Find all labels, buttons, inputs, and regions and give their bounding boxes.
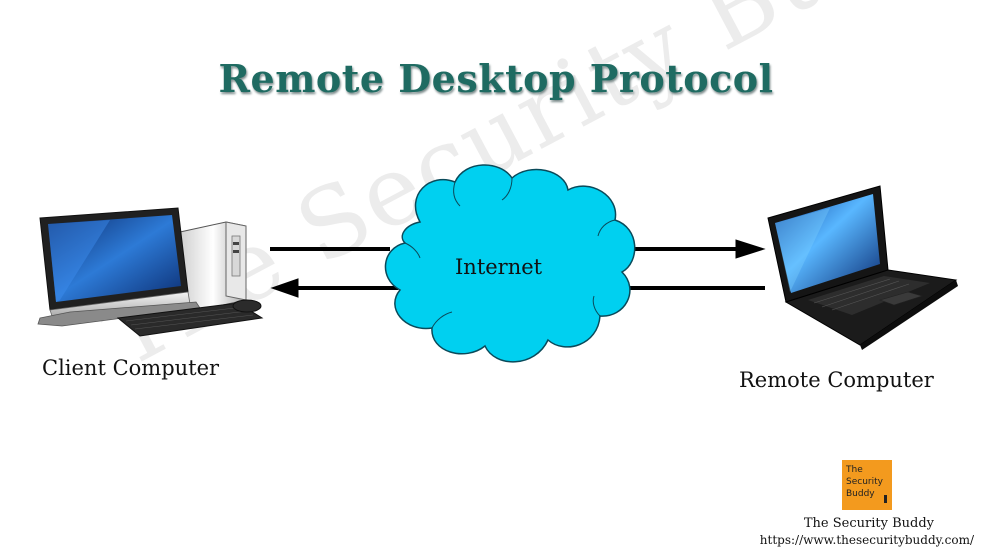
footer-brand-name: The Security Buddy — [803, 516, 934, 531]
logo-line-2: Security — [846, 477, 883, 487]
arrowhead-to-remote — [735, 239, 766, 259]
footer-url[interactable]: https://www.thesecuritybuddy.com/ — [759, 533, 974, 547]
remote-computer-label: Remote Computer — [739, 368, 934, 392]
diagram-title: Remote Desktop Protocol — [218, 56, 774, 101]
client-computer-label: Client Computer — [42, 356, 220, 380]
arrowhead-to-client — [270, 278, 299, 298]
connection-arrows — [270, 239, 766, 298]
brand-logo-text: The Security Buddy — [846, 464, 883, 500]
logo-line-1: The — [846, 465, 863, 475]
client-computer-icon — [37, 207, 264, 337]
internet-label: Internet — [455, 255, 543, 279]
logo-line-3: Buddy — [846, 489, 875, 499]
internet-cloud-icon — [384, 164, 636, 363]
brand-logo — [842, 460, 892, 510]
remote-computer-icon — [767, 185, 958, 350]
